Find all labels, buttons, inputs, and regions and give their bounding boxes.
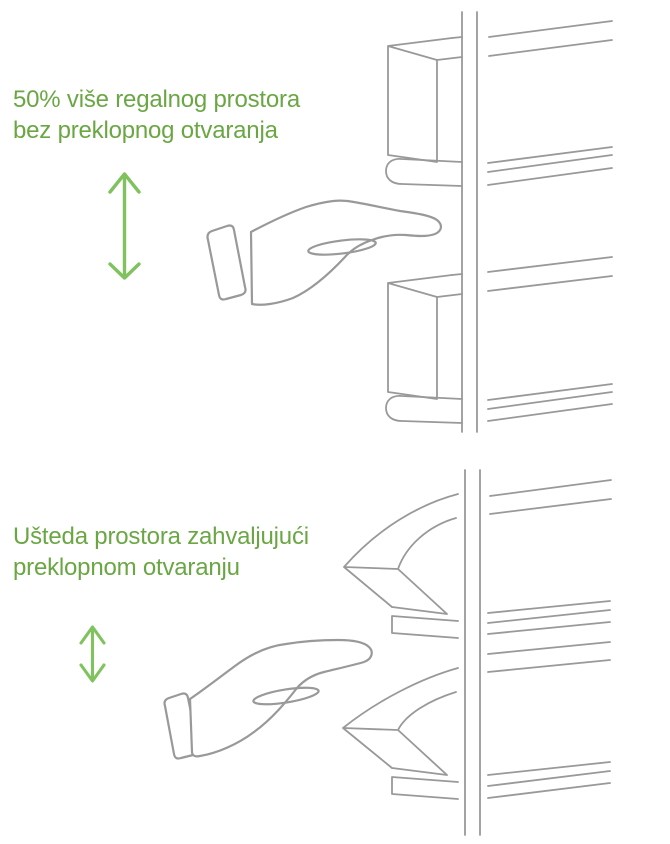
shelf-front-strip (391, 776, 459, 800)
hand-icon (206, 199, 442, 306)
folding-door-upper (343, 493, 459, 615)
caption-without-folding-line1: 50% više regalnog prostora (13, 86, 300, 113)
hand-outline (188, 638, 373, 758)
hand-icon (163, 638, 373, 760)
open-door-lower (387, 274, 453, 400)
bottom-illustration (163, 469, 612, 836)
vertical-double-arrow-icon (79, 625, 106, 683)
open-door-upper (387, 37, 453, 163)
thumb-slot (252, 686, 320, 706)
shelf-front-strip (385, 158, 463, 187)
caption-with-folding: Ušteda prostora zahvaljujući preklopnom … (13, 521, 309, 583)
vertical-double-arrow-strokes (108, 172, 141, 280)
cabinet-divider (461, 11, 478, 433)
shelf-lines (487, 479, 612, 799)
hand-cuff (206, 224, 247, 301)
caption-without-folding-line2: bez preklopnog otvaranja (13, 117, 278, 144)
caption-with-folding-line2: preklopnom otvaranju (13, 554, 240, 581)
shelf-front-strip (391, 615, 459, 639)
line-art-strokes (163, 11, 613, 836)
cabinet-divider (464, 469, 481, 836)
folding-door-lower (342, 667, 459, 776)
shelf-lines (436, 20, 613, 422)
vertical-double-arrow-icon (108, 172, 141, 280)
thumb-slot (307, 238, 377, 256)
caption-without-folding: 50% više regalnog prostora bez preklopno… (13, 84, 300, 146)
caption-with-folding-line1: Ušteda prostora zahvaljujući (13, 523, 309, 550)
vertical-double-arrow-strokes (79, 625, 106, 683)
shelf-front-strip (385, 395, 463, 424)
top-illustration (206, 11, 613, 433)
